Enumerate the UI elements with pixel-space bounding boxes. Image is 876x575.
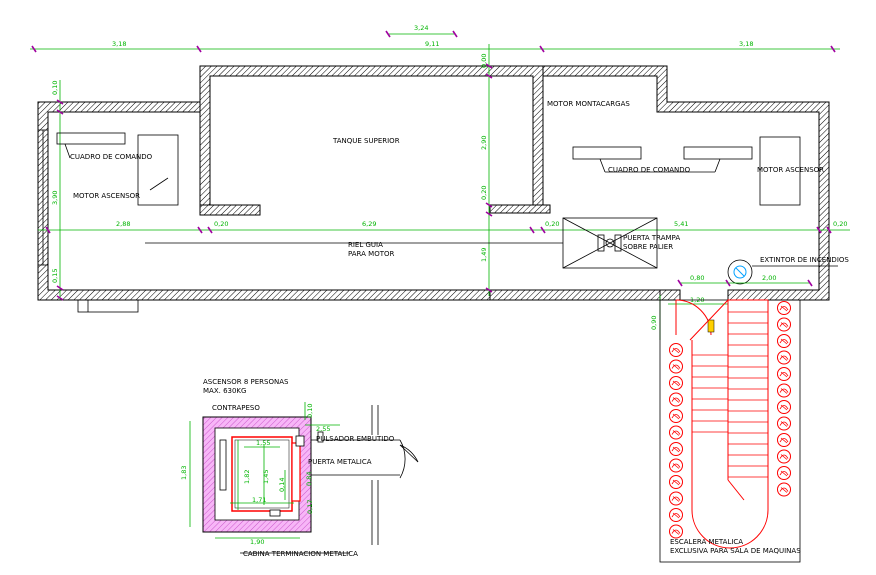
motor-right-label: MOTOR ASCENSOR (757, 166, 824, 174)
railing-post-mark (779, 388, 789, 394)
puerta-trampa-label-2: SOBRE PALIER (623, 243, 673, 251)
dim-center-v3: 1,49 (480, 248, 488, 262)
dim-stair-h: 0,90 (650, 316, 658, 330)
dim-middle-span: 9,11 (425, 40, 439, 48)
elev-dim-d4: 0,14 (278, 478, 286, 492)
dim-row-right: 5,41 (674, 220, 688, 228)
riel-label-1: RIEL GUIA (348, 241, 383, 249)
dim-left-bottom: 0,15 (51, 269, 59, 283)
railing-post-mark (779, 371, 789, 378)
elev-dim-d2: 1,45 (262, 470, 270, 484)
elev-dim-w2: 1,90 (250, 538, 264, 546)
dim-row-center: 6,29 (362, 220, 376, 228)
railing-post-mark (779, 437, 789, 444)
elev-dim-d1: 1,82 (243, 470, 251, 484)
ascensor-label-2: MAX. 630KG (203, 387, 246, 395)
railing-post-mark (779, 454, 789, 460)
railing-post-mark (671, 347, 681, 354)
cuadro-right-box-1 (572, 146, 642, 160)
railing-post-mark (671, 397, 681, 403)
center-vertical-dims: 0,00 2,90 0,20 1,49 (480, 44, 493, 296)
elev-dim-d3: 0,84 (305, 472, 313, 486)
dim-row-gap2: 0,20 (545, 220, 559, 228)
railing-post-mark (671, 496, 681, 502)
dim-left-mid: 3,90 (51, 191, 59, 205)
railing-post-mark (779, 421, 789, 427)
room-walls (37, 65, 830, 313)
escalera-label-1: ESCALERA METALICA (670, 538, 743, 546)
elevator-shaft (189, 402, 340, 539)
motor-montacargas-label: MOTOR MONTACARGAS (547, 100, 630, 108)
cuadro-right-box-2 (683, 146, 753, 160)
elev-dim-t2: 2,55 (316, 425, 330, 433)
dim-right-span: 3,18 (739, 40, 753, 48)
metal-staircase (659, 298, 801, 563)
railing-post-mark (779, 338, 789, 345)
cabina-label: CABINA TERMINACION METALICA (243, 550, 358, 558)
dim-row-left: 2,88 (116, 220, 130, 228)
elev-dim-t1: 0,10 (306, 404, 314, 418)
trap-door (562, 217, 658, 269)
railing-post-mark (671, 463, 681, 469)
railing-post-mark (671, 446, 681, 453)
railing-post-mark (671, 529, 681, 535)
railing-post-mark (671, 413, 681, 420)
dim-top-offset: 3,24 (414, 24, 428, 32)
dim-left-span: 3,18 (112, 40, 126, 48)
riel-label-2: PARA MOTOR (348, 250, 394, 258)
hall-door (311, 405, 419, 545)
cuadro-right-label: CUADRO DE COMANDO (608, 166, 691, 174)
motor-left-label: MOTOR ASCENSOR (73, 192, 140, 200)
tanque-label: TANQUE SUPERIOR (332, 137, 400, 145)
dim-row-end: 0,20 (833, 220, 847, 228)
dim-stair-w2: 2,00 (762, 274, 776, 282)
motor-right-box (759, 136, 801, 206)
railing-post-mark (779, 322, 789, 328)
contrapeso-label: CONTRAPESO (212, 404, 260, 412)
dim-center-top: 0,00 (480, 54, 488, 68)
cuadro-left-box (56, 132, 126, 145)
left-vertical-dims: 0,10 3,90 0,15 (51, 80, 64, 301)
railing-post-mark (671, 430, 681, 436)
railing-post-mark (779, 404, 789, 411)
puerta-metalica-label: PUERTA METALICA (308, 458, 372, 466)
dim-center-v2: 0,20 (480, 186, 488, 200)
railing-post-mark (779, 305, 789, 312)
row-dimension: 2,88 0,20 6,29 0,20 5,41 0,20 (38, 220, 850, 234)
railing-post-mark (779, 470, 789, 477)
dim-center-v1: 2,90 (480, 136, 488, 150)
elev-dim-h-total: 1,83 (180, 466, 188, 480)
motor-left-box (137, 134, 179, 206)
ascensor-label-1: ASCENSOR 8 PERSONAS (203, 378, 289, 386)
railing-post-mark (671, 479, 681, 486)
puerta-trampa-label-1: PUERTA TRAMPA (623, 234, 680, 242)
extinguisher-icon (727, 259, 838, 285)
railing-post-mark (779, 355, 789, 361)
extintor-label: EXTINTOR DE INCENDIOS (760, 256, 849, 264)
dim-row-gap1: 0,20 (214, 220, 228, 228)
railing-post-mark (671, 512, 681, 519)
dim-stair-w1: 0,80 (690, 274, 704, 282)
elev-dim-w-inner: 1,55 (256, 439, 270, 447)
elev-dim-s1: 0,17 (306, 500, 314, 514)
escalera-label-2: EXCLUSIVA PARA SALA DE MAQUINAS (670, 547, 801, 555)
top-dimension-row: 3,24 3,18 9,11 3,18 (30, 24, 840, 53)
railing-post-mark (779, 487, 789, 493)
pulsador-label: PULSADOR EMBUTIDO (316, 435, 395, 443)
cuadro-left-label: CUADRO DE COMANDO (70, 153, 153, 161)
railing-post-mark (671, 364, 681, 370)
dim-left-top: 0,10 (51, 81, 59, 95)
railing-post-mark (671, 380, 681, 387)
elev-dim-w1: 1,71 (252, 496, 266, 504)
